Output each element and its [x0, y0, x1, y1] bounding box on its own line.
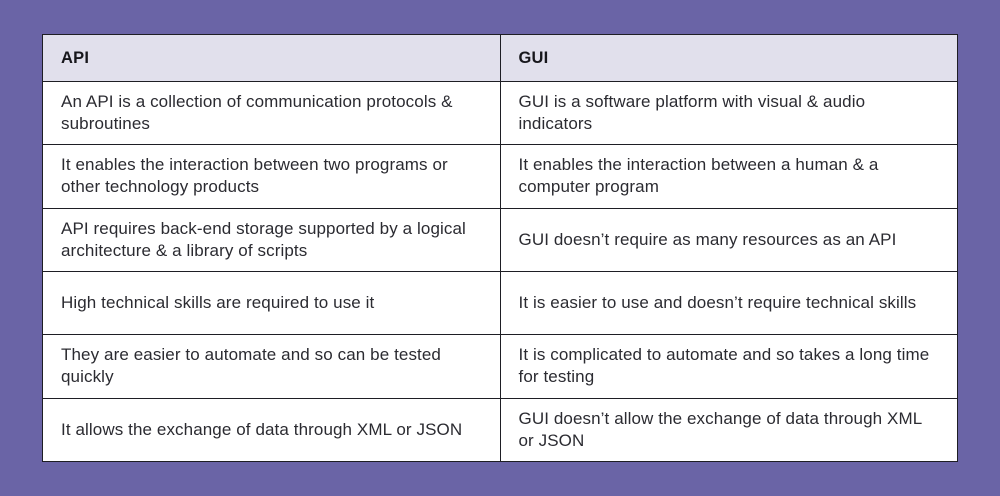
api-vs-gui-comparison-table: API GUI An API is a collection of commun… — [42, 34, 958, 463]
cell-gui-3: GUI doesn’t require as many resources as… — [499, 207, 958, 272]
cell-gui-2: It enables the interaction between a hum… — [499, 144, 958, 209]
column-header-api: API — [42, 34, 501, 82]
header-row: API GUI — [42, 34, 958, 82]
table-body: An API is a collection of communication … — [42, 80, 958, 463]
cell-api-1: An API is a collection of communication … — [42, 80, 501, 146]
table-row: API requires back-end storage supported … — [42, 207, 958, 272]
cell-api-4: High technical skills are required to us… — [42, 270, 501, 336]
cell-api-5: They are easier to automate and so can b… — [42, 334, 501, 399]
cell-gui-5: It is complicated to automate and so tak… — [499, 334, 958, 399]
cell-api-6: It allows the exchange of data through X… — [42, 397, 501, 463]
cell-gui-4: It is easier to use and doesn’t require … — [499, 270, 958, 336]
column-header-gui: GUI — [499, 34, 958, 82]
table-row: It allows the exchange of data through X… — [42, 397, 958, 463]
cell-api-3: API requires back-end storage supported … — [42, 207, 501, 272]
cell-api-2: It enables the interaction between two p… — [42, 144, 501, 209]
cell-gui-6: GUI doesn’t allow the exchange of data t… — [499, 397, 958, 463]
table-row: High technical skills are required to us… — [42, 270, 958, 336]
table-row: They are easier to automate and so can b… — [42, 334, 958, 399]
table-row: An API is a collection of communication … — [42, 80, 958, 146]
table-row: It enables the interaction between two p… — [42, 144, 958, 209]
cell-gui-1: GUI is a software platform with visual &… — [499, 80, 958, 146]
table-header: API GUI — [42, 34, 958, 82]
